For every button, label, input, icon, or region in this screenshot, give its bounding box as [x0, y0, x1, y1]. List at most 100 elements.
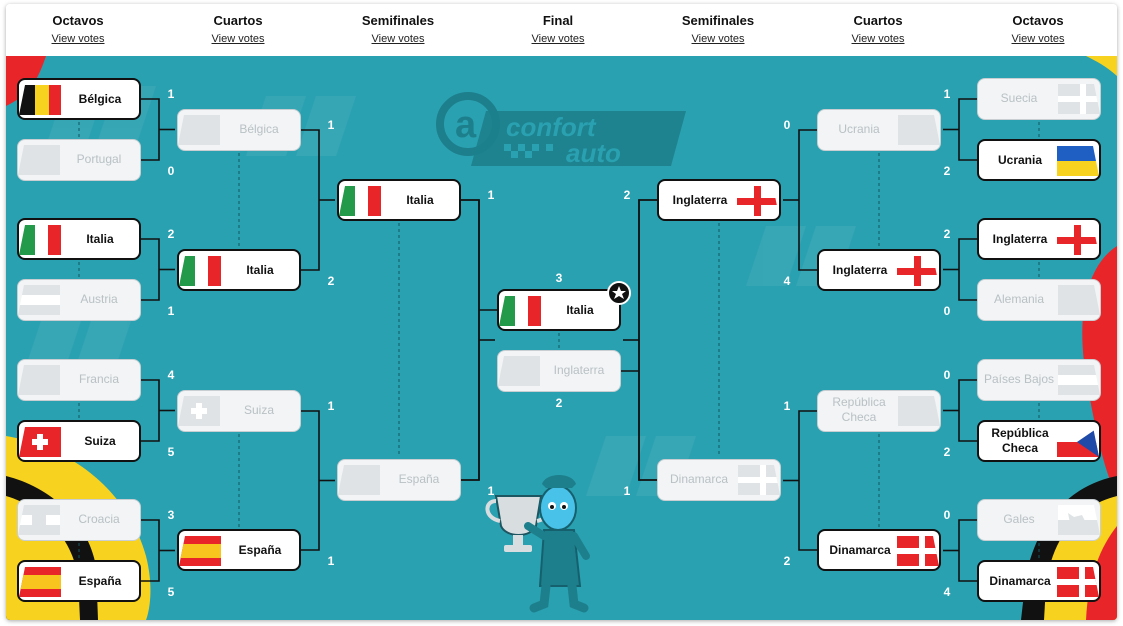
view-votes-link[interactable]: View votes — [211, 33, 265, 45]
view-votes-link[interactable]: View votes — [371, 33, 425, 45]
team-card-l_sf-a[interactable]: Italia — [337, 179, 461, 221]
spain-flag — [179, 536, 221, 566]
view-votes-link[interactable]: View votes — [1011, 33, 1065, 45]
belgium-flag — [178, 115, 220, 145]
connector-line — [141, 519, 160, 582]
team-card-r_qf_2-a[interactable]: República Checa — [817, 390, 941, 432]
score-l_r16_4-a: 3 — [167, 508, 175, 522]
team-name: España — [78, 573, 122, 588]
score-final-a: 3 — [555, 271, 563, 285]
team-name: Bélgica — [78, 91, 122, 106]
england-flag — [897, 256, 939, 286]
team-name: Suecia — [1000, 90, 1038, 105]
czech-flag — [898, 396, 940, 426]
switzerland-flag — [178, 396, 220, 426]
score-r_r16_1-a: 1 — [943, 87, 951, 101]
champion-star-icon — [607, 281, 631, 305]
team-card-l_sf-b[interactable]: España — [337, 459, 461, 501]
bracket-connectors — [78, 98, 1040, 582]
england-flag — [498, 356, 540, 386]
score-r_r16_3-b: 2 — [943, 445, 951, 459]
austria-flag — [18, 285, 60, 315]
connector-line — [958, 379, 977, 442]
team-card-r_r16_4-b[interactable]: Dinamarca — [977, 560, 1101, 602]
team-name: Inglaterra — [672, 192, 728, 207]
score-r_sf-b: 1 — [623, 484, 631, 498]
round-title: Semifinales — [681, 13, 755, 28]
round-head-right-qf: Cuartos View votes — [818, 13, 938, 47]
view-votes-link[interactable]: View votes — [851, 33, 905, 45]
team-card-l_r16_1-b[interactable]: Portugal — [17, 139, 141, 181]
netherlands-flag — [1058, 365, 1100, 395]
view-votes-link[interactable]: View votes — [691, 33, 745, 45]
team-card-final-b[interactable]: Inglaterra — [497, 350, 621, 392]
view-votes-link[interactable]: View votes — [51, 33, 105, 45]
round-head-right-r16: Octavos View votes — [978, 13, 1098, 47]
connector-line — [958, 98, 977, 161]
connector-line — [301, 410, 320, 551]
team-card-r_qf_2-b[interactable]: Dinamarca — [817, 529, 941, 571]
italy-flag — [19, 225, 61, 255]
team-card-l_r16_1-a[interactable]: Bélgica — [17, 78, 141, 120]
score-l_r16_1-a: 1 — [167, 87, 175, 101]
team-card-final-a[interactable]: Italia — [497, 289, 621, 331]
score-r_sf-a: 2 — [623, 188, 631, 202]
team-card-l_qf_2-a[interactable]: Suiza — [177, 390, 301, 432]
team-card-r_sf-a[interactable]: Inglaterra — [657, 179, 781, 221]
team-card-l_r16_3-a[interactable]: Francia — [17, 359, 141, 401]
team-name: Gales — [1003, 511, 1035, 526]
team-card-l_qf_2-b[interactable]: España — [177, 529, 301, 571]
score-r_qf_2-b: 2 — [783, 554, 791, 568]
ukraine-flag — [1057, 146, 1099, 176]
team-card-r_r16_2-b[interactable]: Alemania — [977, 279, 1101, 321]
mascot-illustration — [524, 475, 590, 613]
bracket-widget: Octavos View votes Cuartos View votes Se… — [6, 4, 1117, 620]
italy-flag — [499, 296, 541, 326]
team-card-l_qf_1-b[interactable]: Italia — [177, 249, 301, 291]
round-title: Cuartos — [213, 13, 263, 28]
team-card-r_r16_1-b[interactable]: Ucrania — [977, 139, 1101, 181]
team-card-r_qf_1-b[interactable]: Inglaterra — [817, 249, 941, 291]
round-head-left-r16: Octavos View votes — [18, 13, 138, 47]
spain-flag — [19, 567, 61, 597]
logo-word-confort: confort — [506, 112, 597, 142]
round-head-right-sf: Semifinales View votes — [658, 13, 778, 47]
round-head-final: Final View votes — [498, 13, 618, 47]
team-card-l_qf_1-a[interactable]: Bélgica — [177, 109, 301, 151]
connector-line — [141, 379, 160, 442]
round-title: Cuartos — [853, 13, 903, 28]
italy-flag — [179, 256, 221, 286]
team-card-r_r16_2-a[interactable]: Inglaterra — [977, 218, 1101, 260]
team-name: España — [238, 542, 282, 557]
team-name: Portugal — [76, 151, 122, 166]
connector-line — [301, 129, 320, 271]
score-l_r16_3-a: 4 — [167, 368, 175, 382]
team-card-r_qf_1-a[interactable]: Ucrania — [817, 109, 941, 151]
round-head-left-qf: Cuartos View votes — [178, 13, 298, 47]
italy-flag — [339, 186, 381, 216]
score-r_r16_1-b: 2 — [943, 164, 951, 178]
team-card-l_r16_2-b[interactable]: Austria — [17, 279, 141, 321]
team-card-r_r16_3-a[interactable]: Países Bajos — [977, 359, 1101, 401]
score-l_r16_1-b: 0 — [167, 164, 175, 178]
team-name: Croacia — [78, 511, 120, 526]
connector-line — [461, 199, 480, 481]
team-card-l_r16_4-b[interactable]: España — [17, 560, 141, 602]
score-l_r16_3-b: 5 — [167, 445, 175, 459]
score-r_r16_4-a: 0 — [943, 508, 951, 522]
team-name: Ucrania — [997, 152, 1043, 167]
team-card-l_r16_2-a[interactable]: Italia — [17, 218, 141, 260]
team-card-l_r16_3-b[interactable]: Suiza — [17, 420, 141, 462]
team-card-l_r16_4-a[interactable]: Croacia — [17, 499, 141, 541]
team-card-r_r16_3-b[interactable]: República Checa — [977, 420, 1101, 462]
round-title: Semifinales — [361, 13, 435, 28]
team-name: Dinamarca — [829, 542, 891, 557]
france-flag — [18, 365, 60, 395]
team-card-r_r16_1-a[interactable]: Suecia — [977, 78, 1101, 120]
logo-word-auto: auto — [566, 138, 621, 168]
team-card-r_r16_4-a[interactable]: Gales — [977, 499, 1101, 541]
team-card-r_sf-b[interactable]: Dinamarca — [657, 459, 781, 501]
score-r_r16_4-b: 4 — [943, 585, 951, 599]
view-votes-link[interactable]: View votes — [531, 33, 585, 45]
team-name: Países Bajos — [983, 371, 1055, 386]
